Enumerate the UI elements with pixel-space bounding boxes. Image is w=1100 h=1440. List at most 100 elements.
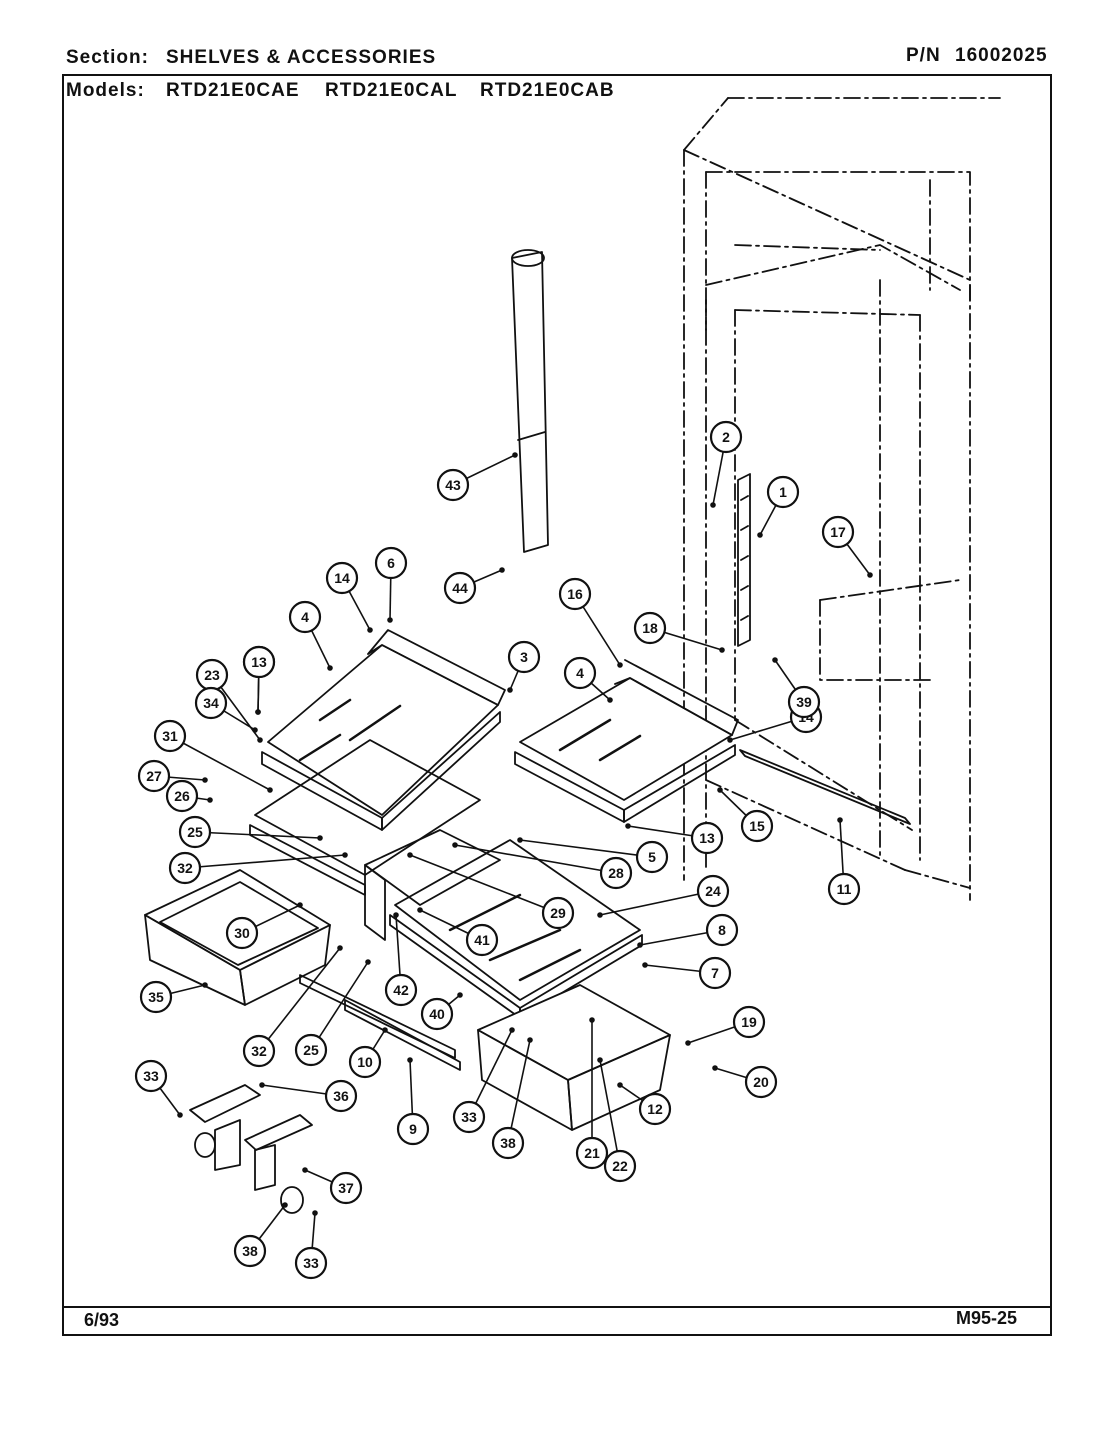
leader-arrowhead — [282, 1202, 288, 1208]
leader-arrowhead — [267, 787, 273, 793]
leader-line — [507, 1039, 531, 1144]
callout-9: 9 — [396, 1112, 430, 1146]
leader-line — [599, 1059, 621, 1167]
callout-26: 26 — [165, 779, 199, 813]
callout-circle — [294, 1033, 328, 1067]
callout-5: 5 — [635, 840, 669, 874]
leader-arrowhead — [685, 1040, 691, 1046]
callout-circle — [348, 1045, 382, 1079]
callout-number: 26 — [174, 788, 190, 804]
leader-arrowhead — [772, 657, 778, 663]
callout-36: 36 — [324, 1079, 358, 1113]
callout-circle — [194, 686, 228, 720]
models-label: Models: — [66, 80, 145, 101]
long-rail — [739, 749, 911, 825]
callout-circle — [242, 645, 276, 679]
callout-27: 27 — [137, 759, 171, 793]
leader-arrowhead — [457, 992, 463, 998]
callout-circle — [139, 980, 173, 1014]
callout-8: 8 — [705, 913, 739, 947]
callout-number: 2 — [722, 429, 730, 445]
leader-arrowhead — [365, 959, 371, 965]
callout-number: 43 — [445, 477, 461, 493]
callout-circle — [233, 1234, 267, 1268]
callout-number: 30 — [234, 925, 250, 941]
callout-13: 13 — [690, 821, 724, 855]
vertical-duct — [511, 249, 549, 553]
leader-arrowhead — [642, 962, 648, 968]
callout-circle — [396, 1112, 430, 1146]
callout-15: 15 — [740, 809, 774, 843]
callout-circle — [603, 1149, 637, 1183]
leader-arrowhead — [387, 617, 393, 623]
callout-circle — [452, 1100, 486, 1134]
callout-circle — [709, 420, 743, 454]
cabinet-outline — [683, 97, 1001, 901]
leader-arrowhead — [625, 823, 631, 829]
callout-number: 7 — [711, 965, 719, 981]
left-glass-shelf — [261, 629, 506, 831]
callout-number: 8 — [718, 922, 726, 938]
leader-line — [194, 831, 321, 839]
callout-circle — [491, 1126, 525, 1160]
shelf-ladder — [737, 473, 751, 647]
leader-arrowhead — [259, 1082, 265, 1088]
callout-circle — [288, 600, 322, 634]
leader-arrowhead — [712, 1065, 718, 1071]
leader-line — [258, 947, 341, 1052]
model-2: RTD21E0CAL — [325, 80, 458, 101]
leader-arrowhead — [617, 1082, 623, 1088]
callout-circle — [563, 656, 597, 690]
callout-3: 3 — [507, 640, 541, 674]
callout-number: 39 — [796, 694, 812, 710]
crisper-rails — [299, 974, 461, 1071]
callout-number: 44 — [452, 580, 468, 596]
callout-circle — [705, 913, 739, 947]
right-glass-shelf — [514, 659, 739, 823]
callout-11: 11 — [827, 872, 861, 906]
callout-circle — [541, 896, 575, 930]
callout-number: 12 — [647, 1101, 663, 1117]
callout-circle — [165, 779, 199, 813]
callout-4: 4 — [563, 656, 597, 690]
roller-bracket — [189, 1084, 313, 1214]
leader-arrowhead — [337, 945, 343, 951]
callout-circle — [420, 997, 454, 1031]
callout-circle — [599, 856, 633, 890]
callout-16: 16 — [558, 577, 592, 611]
leader-arrowhead — [452, 842, 458, 848]
callout-number: 15 — [749, 818, 765, 834]
footer-code: M95-25 — [956, 1308, 1018, 1328]
callout-circle — [558, 577, 592, 611]
leader-arrowhead — [297, 902, 303, 908]
callout-44: 44 — [443, 571, 477, 605]
pn-value: 16002025 — [955, 45, 1048, 66]
callout-circle — [329, 1171, 363, 1205]
callout-number: 42 — [393, 982, 409, 998]
callout-13: 13 — [242, 645, 276, 679]
callout-circle — [766, 475, 800, 509]
callout-circle — [465, 923, 499, 957]
leader-arrowhead — [312, 1210, 318, 1216]
leader-line — [599, 890, 714, 916]
callout-25: 25 — [294, 1033, 328, 1067]
leader-arrowhead — [177, 1112, 183, 1118]
callout-38: 38 — [233, 1234, 267, 1268]
callout-number: 11 — [837, 881, 852, 897]
callout-number: 22 — [612, 1158, 628, 1174]
callout-circle — [153, 719, 187, 753]
callout-14: 14 — [325, 561, 359, 595]
callout-1: 1 — [766, 475, 800, 509]
callout-number: 9 — [409, 1121, 417, 1137]
footer-date: 6/93 — [84, 1310, 120, 1330]
callout-number: 37 — [338, 1180, 354, 1196]
callout-number: 4 — [301, 609, 309, 625]
callout-circle — [638, 1092, 672, 1126]
leader-arrowhead — [867, 572, 873, 578]
callout-circle — [633, 611, 667, 645]
callout-number: 38 — [500, 1135, 516, 1151]
callout-number: 33 — [303, 1255, 319, 1271]
callout-31: 31 — [153, 719, 187, 753]
callout-number: 27 — [146, 768, 162, 784]
